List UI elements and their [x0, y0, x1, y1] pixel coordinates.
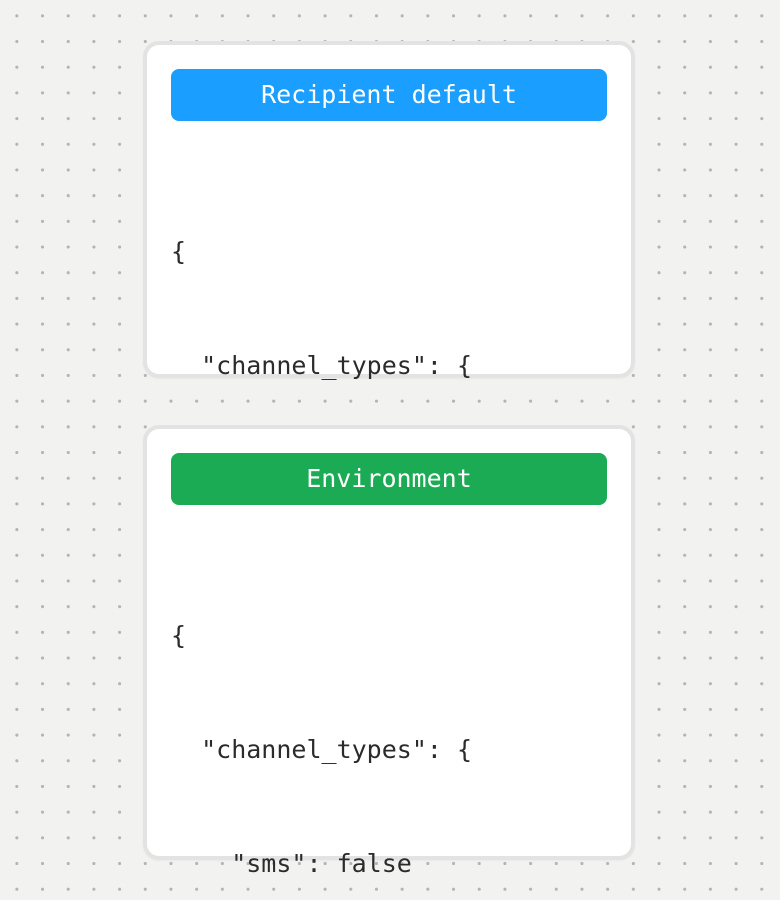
card-recipient-default: Recipient default { "channel_types": { "… [143, 41, 635, 722]
code-line: "channel_types": { [171, 351, 473, 380]
recipient-default-header-badge: Recipient default [171, 69, 607, 121]
code-line: "sms": false [171, 849, 412, 878]
environment-header-badge: Environment [171, 453, 607, 505]
code-line: { [171, 621, 187, 650]
code-line: { [171, 237, 187, 266]
environment-code-block: { "channel_types": { "sms": false }, "ca… [171, 541, 607, 900]
card-environment: Environment { "channel_types": { "sms": … [143, 425, 635, 878]
code-line: "channel_types": { [171, 735, 473, 764]
